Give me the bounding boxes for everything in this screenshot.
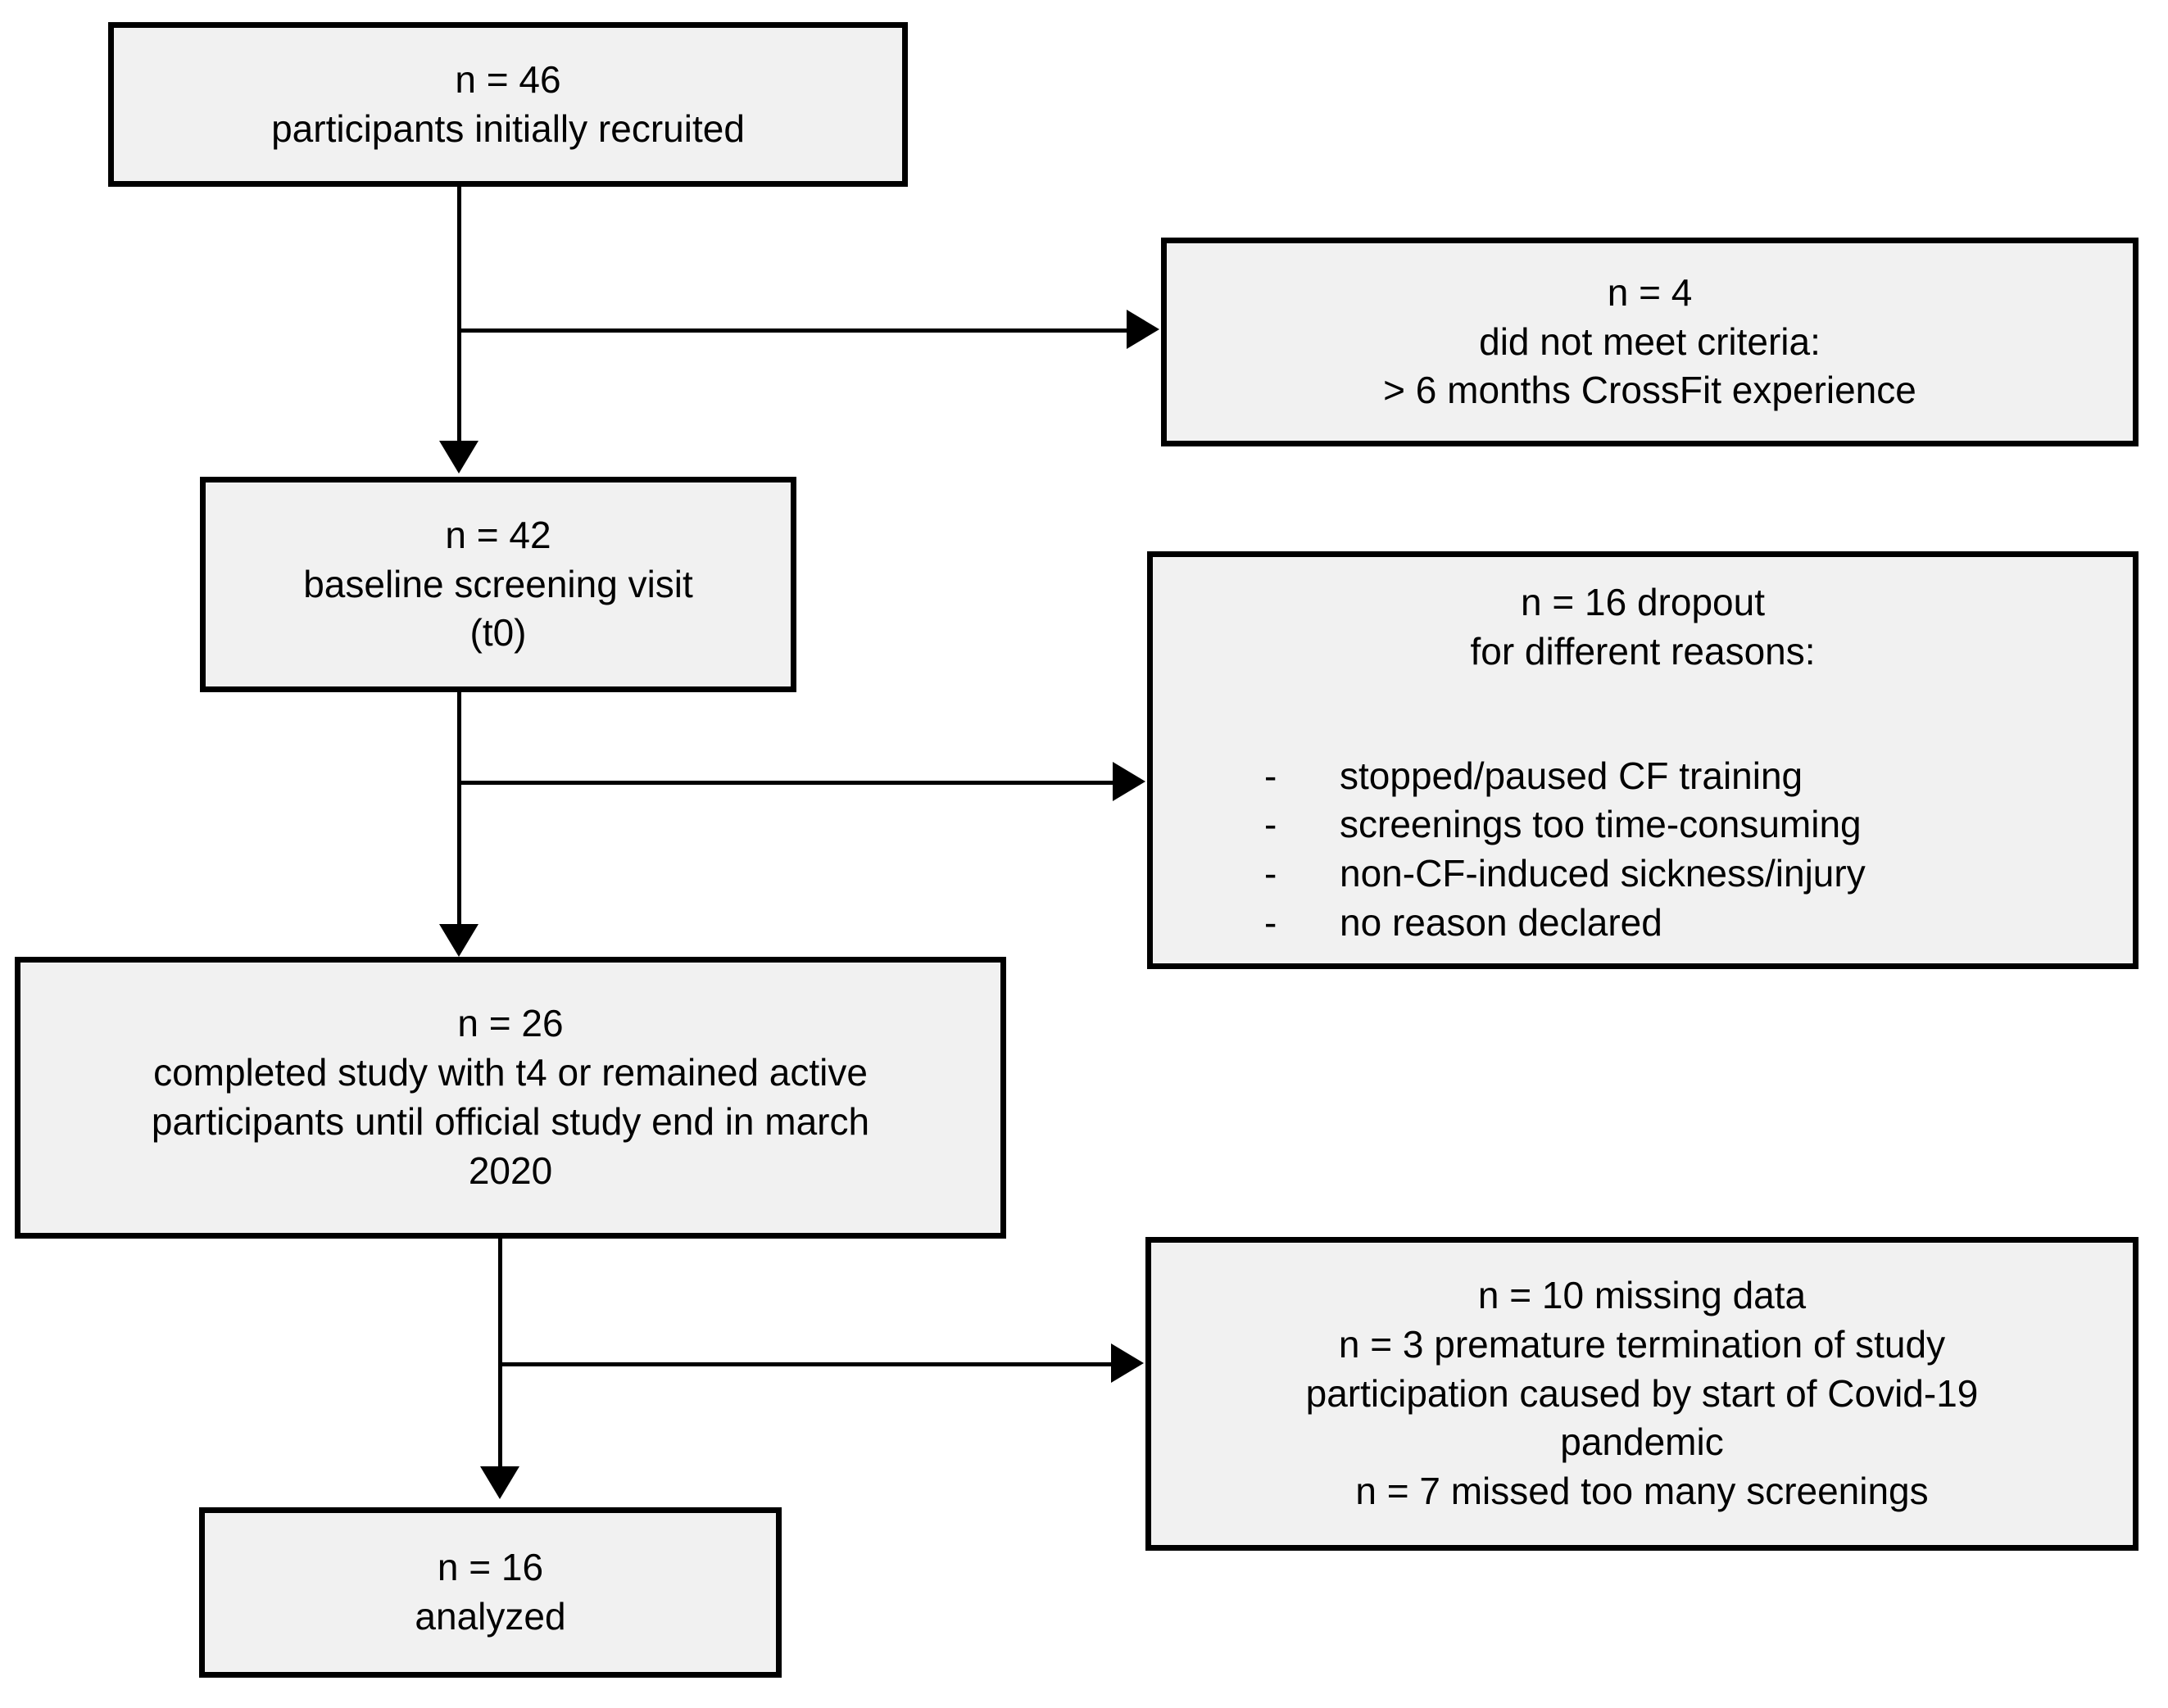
node-analyzed: n = 16 analyzed — [199, 1507, 782, 1678]
node-missing-count: n = 10 missing data — [1477, 1274, 1807, 1316]
node-missing-data: n = 10 missing data n = 3 premature term… — [1145, 1237, 2139, 1551]
node-baseline-screening: n = 42 baseline screening visit (t0) — [200, 477, 796, 692]
node-baseline-line2: (t0) — [469, 611, 527, 655]
dropout-reason-list: - stopped/paused CF training - screening… — [1168, 752, 2118, 948]
list-item: - no reason declared — [1264, 899, 2118, 948]
node-recruited-description: participants initially recruited — [271, 106, 745, 150]
list-item: - screenings too time-consuming — [1264, 800, 2118, 849]
connector-recruited-to-baseline — [457, 187, 461, 445]
connector-recruited-to-criteria — [457, 328, 1129, 333]
node-missing-line1: n = 3 premature termination of study — [1338, 1322, 1946, 1366]
arrowhead-down-to-completed — [439, 924, 479, 957]
node-analyzed-count: n = 16 — [437, 1546, 544, 1589]
node-excluded-criteria: n = 4 did not meet criteria: > 6 months … — [1161, 238, 2139, 446]
connector-completed-to-missing — [498, 1362, 1113, 1366]
bullet-dash-icon: - — [1264, 803, 1277, 846]
node-completed-line2: participants until official study end in… — [151, 1100, 870, 1143]
arrowhead-down-to-baseline — [439, 441, 479, 473]
dropout-reason-text: non-CF-induced sickness/injury — [1340, 852, 1866, 895]
node-dropout-header: n = 16 dropout for different reasons: — [1168, 578, 2118, 677]
connector-completed-to-analyzed — [498, 1239, 502, 1472]
node-dropout-subtitle: for different reasons: — [1470, 629, 1816, 673]
node-missing-line3: pandemic — [1560, 1420, 1724, 1464]
node-completed-study: n = 26 completed study with t4 or remain… — [15, 957, 1006, 1239]
node-criteria-line2: > 6 months CrossFit experience — [1383, 369, 1916, 412]
arrowhead-down-to-analyzed — [480, 1466, 519, 1499]
dropout-reason-text: stopped/paused CF training — [1340, 754, 1803, 797]
node-baseline-line1: baseline screening visit — [303, 562, 693, 605]
node-recruited-count: n = 46 — [455, 57, 561, 101]
node-analyzed-description: analyzed — [415, 1595, 566, 1638]
node-participants-recruited: n = 46 participants initially recruited — [108, 22, 908, 187]
connector-baseline-to-completed — [457, 692, 461, 930]
node-completed-count: n = 26 — [457, 1002, 564, 1045]
bullet-dash-icon: - — [1264, 852, 1277, 895]
list-item: - non-CF-induced sickness/injury — [1264, 849, 2118, 899]
dropout-reason-text: screenings too time-consuming — [1340, 803, 1862, 846]
bullet-dash-icon: - — [1264, 754, 1277, 797]
node-dropout-count: n = 16 dropout — [1521, 581, 1765, 623]
connector-baseline-to-dropout — [457, 781, 1115, 785]
node-missing-line4: n = 7 missed too many screenings — [1355, 1470, 1929, 1513]
node-dropout: n = 16 dropout for different reasons: - … — [1147, 551, 2139, 969]
dropout-reason-text: no reason declared — [1340, 900, 1662, 944]
list-item: - stopped/paused CF training — [1264, 752, 2118, 801]
arrowhead-right-to-dropout — [1113, 762, 1145, 801]
node-completed-line3: 2020 — [468, 1148, 553, 1192]
node-completed-line1: completed study with t4 or remained acti… — [153, 1051, 868, 1094]
arrowhead-right-to-missing — [1111, 1343, 1144, 1383]
node-criteria-count: n = 4 — [1607, 270, 1693, 314]
node-missing-line2: participation caused by start of Covid-1… — [1305, 1371, 1979, 1415]
arrowhead-right-to-criteria — [1127, 310, 1159, 349]
node-criteria-line1: did not meet criteria: — [1479, 319, 1821, 363]
bullet-dash-icon: - — [1264, 900, 1277, 944]
node-baseline-count: n = 42 — [445, 513, 551, 556]
